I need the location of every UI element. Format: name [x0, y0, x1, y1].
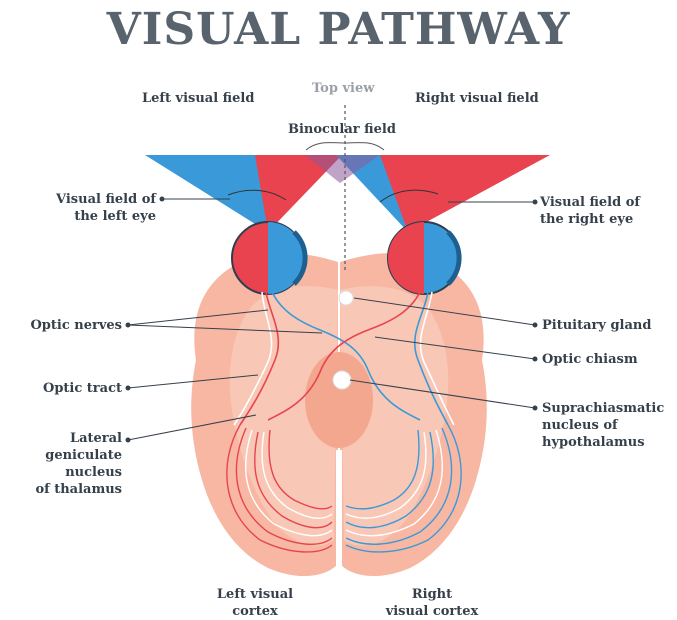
lateral-geniculate-label: Lateral geniculate nucleus of thalamus [10, 430, 122, 498]
optic-chiasm-label: Optic chiasm [542, 351, 638, 368]
pituitary-gland [339, 291, 353, 305]
visual-field-right-eye-label: Visual field of the right eye [540, 194, 640, 228]
pituitary-gland-label: Pituitary gland [542, 317, 651, 334]
suprachiasmatic-label: Suprachiasmatic nucleus of hypothalamus [542, 400, 664, 451]
visual-field-left-eye-label: Visual field of the left eye [38, 191, 156, 225]
left-visual-cortex-label: Left visual cortex [200, 586, 310, 620]
suprachiasmatic-nucleus [333, 371, 351, 389]
top-view-label: Top view [312, 80, 374, 97]
right-visual-field-label: Right visual field [415, 90, 539, 107]
optic-nerves-label: Optic nerves [10, 317, 122, 334]
left-visual-field-label: Left visual field [142, 90, 254, 107]
right-visual-cortex-label: Right visual cortex [372, 586, 492, 620]
binocular-field-label: Binocular field [288, 121, 396, 138]
right-eye [388, 222, 460, 294]
midbrain [305, 352, 373, 448]
left-eye [232, 222, 305, 294]
optic-tract-label: Optic tract [10, 380, 122, 397]
right-eye-field-red [380, 155, 550, 232]
